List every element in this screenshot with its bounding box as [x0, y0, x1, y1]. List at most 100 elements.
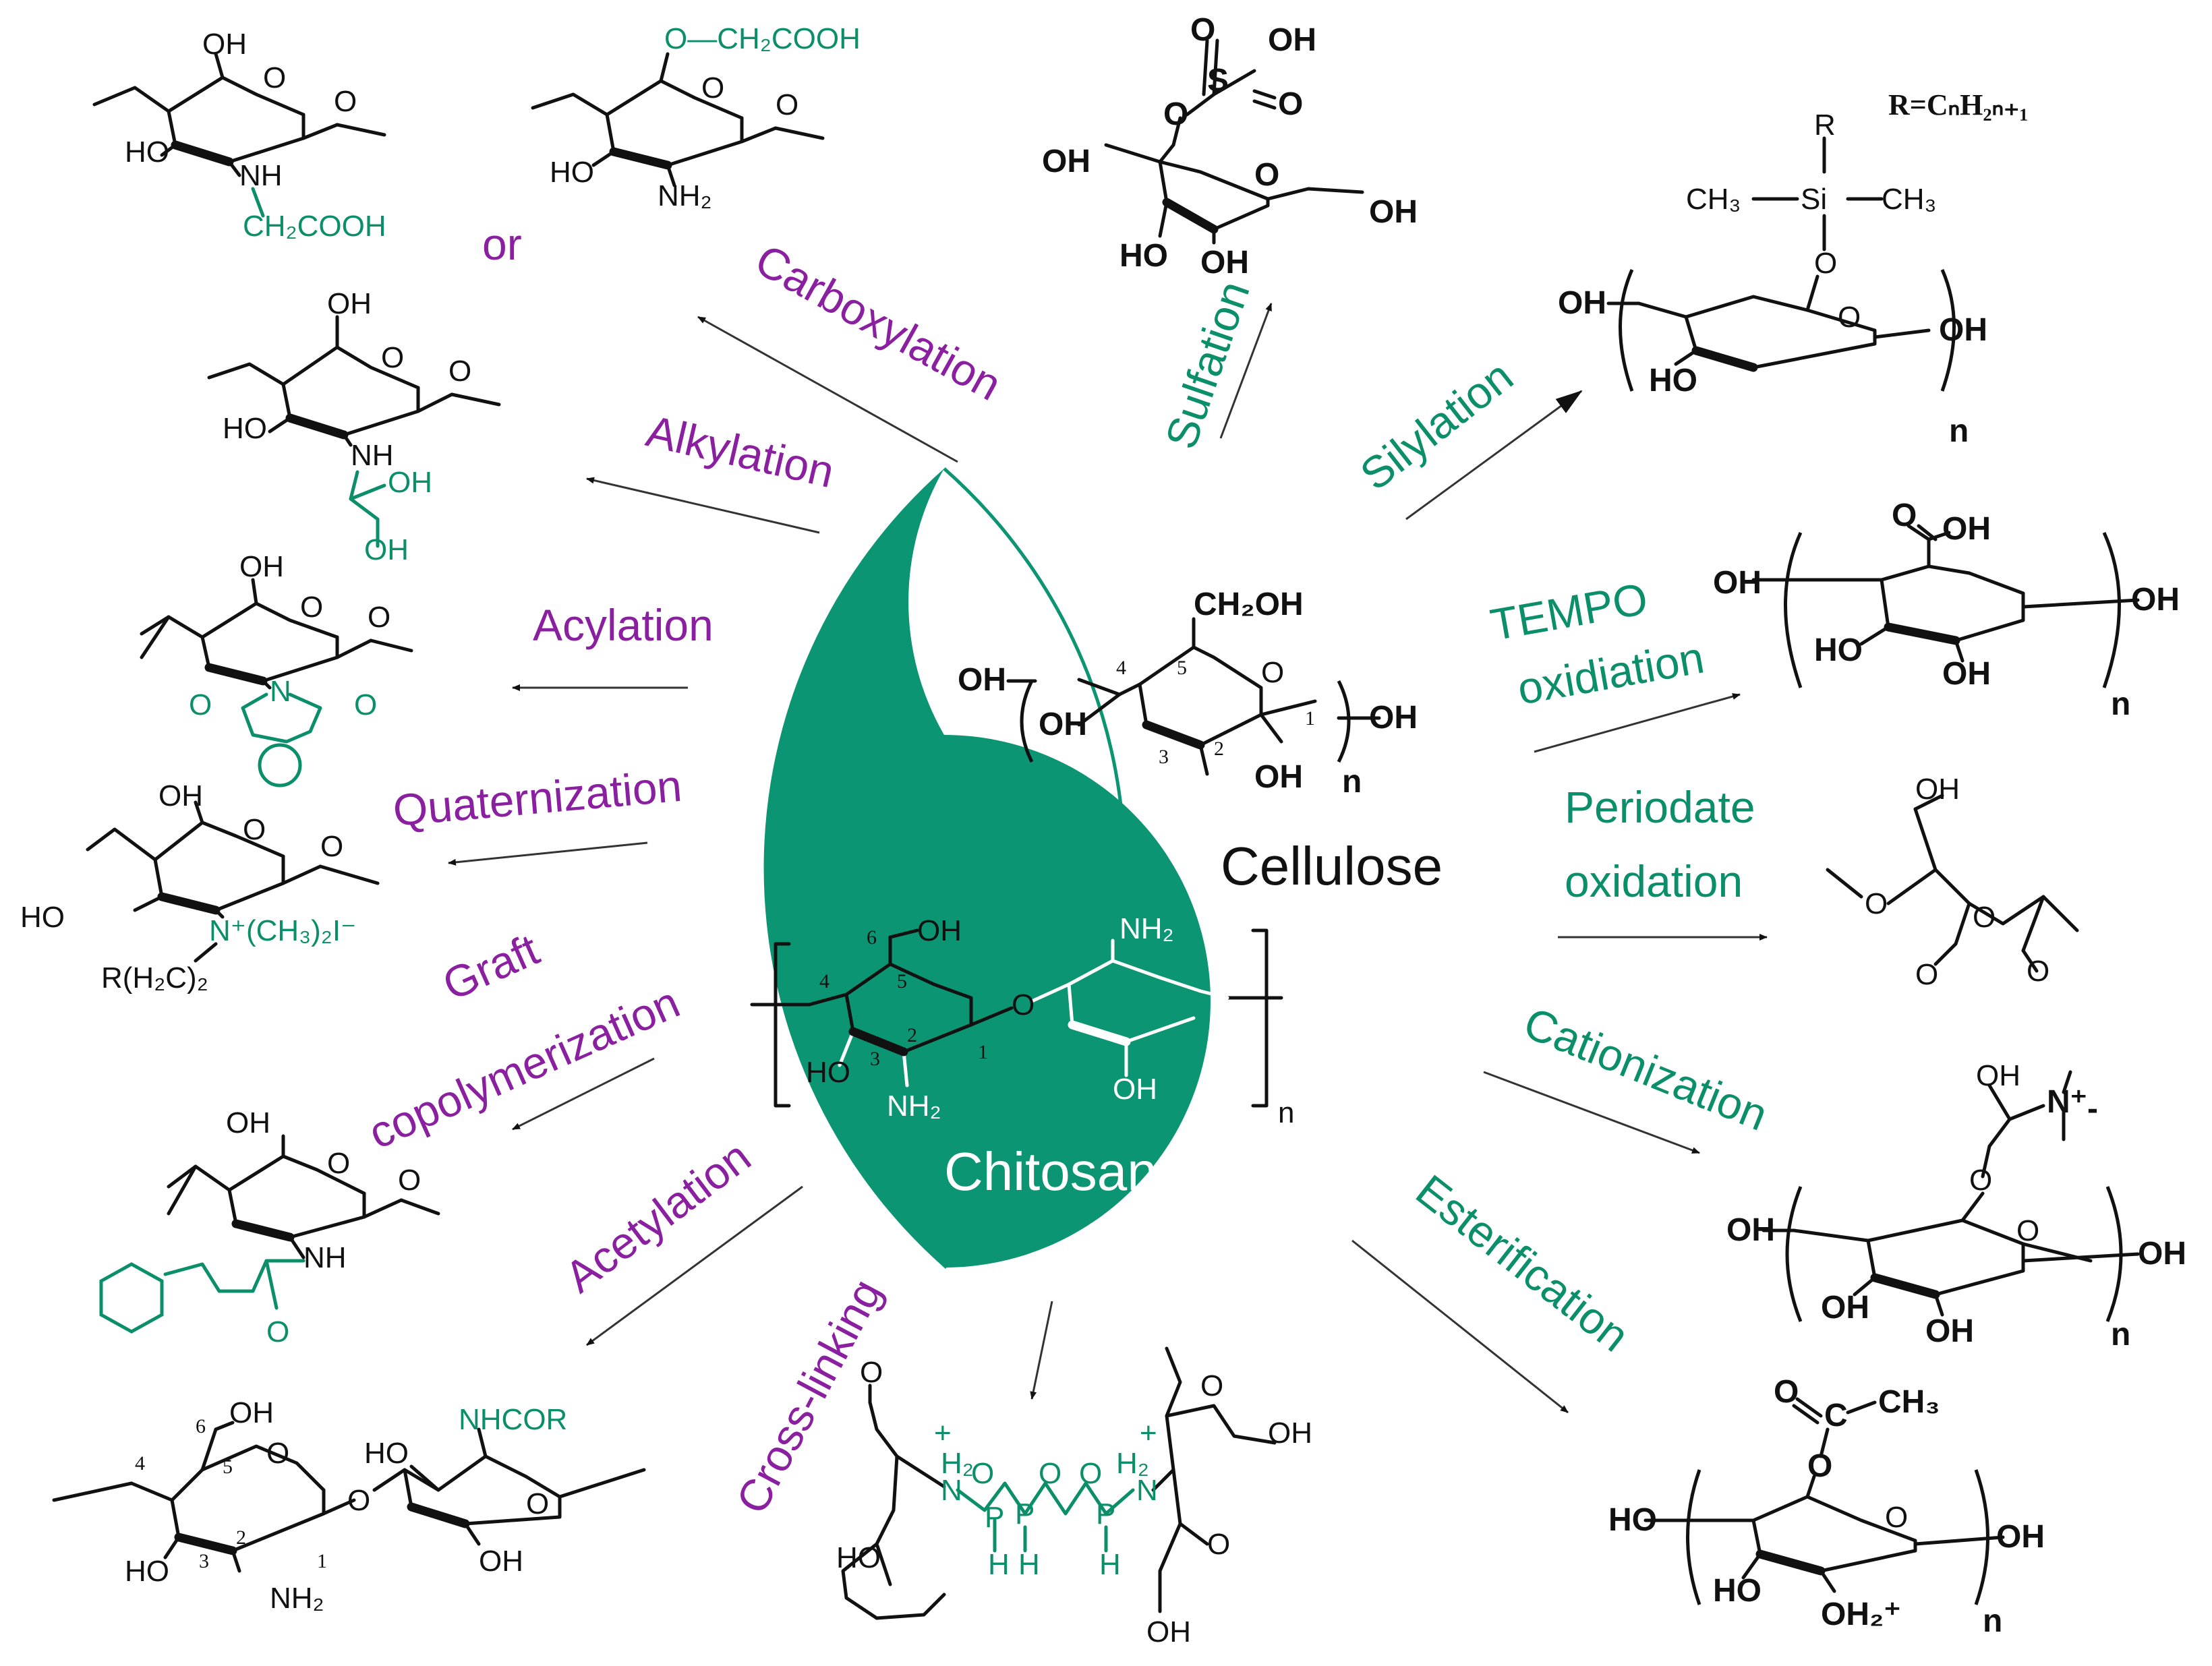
structure-alkyl: OH O O HO NH OH OH: [207, 287, 501, 566]
ester-ho: HO: [1608, 1502, 1657, 1538]
label-acylation: Acylation: [533, 600, 714, 650]
chitosan-label: Chitosan: [944, 1141, 1157, 1201]
alkyl-ho: HO: [223, 412, 267, 445]
chitosan-c6: 6: [867, 926, 877, 949]
silyl-ho: HO: [1649, 363, 1697, 398]
tempo-oh-right: OH: [2131, 582, 2180, 618]
structure-silyl: R=CₙH₂ₙ₊₁ R CH₃ Si CH₃ O O OH OH HO n: [1558, 88, 2029, 449]
cation-oh-left: OH: [1726, 1212, 1775, 1248]
crosslink-h1: H: [988, 1548, 1010, 1581]
sulfate-o2: O: [1278, 86, 1303, 122]
crosslink-n-left: N: [941, 1474, 962, 1507]
acyl-ester-o: O: [368, 601, 390, 634]
carboxy-o-ring-o: O: [701, 71, 724, 105]
reaction-arrows: [448, 303, 1768, 1414]
label-cationization: Cationization: [1517, 997, 1774, 1140]
alkyl-oh: OH: [327, 287, 372, 320]
arrow-silylation: [1405, 390, 1583, 520]
crosslink-h2-left: H₂: [941, 1447, 974, 1480]
alkyl-ester-o: O: [448, 355, 471, 388]
silyl-r: R: [1814, 109, 1836, 142]
sulfate-s: S: [1207, 63, 1229, 98]
label-periodate-line2: oxidation: [1565, 856, 1743, 906]
chitosan-nh2-top: NH₂: [1119, 912, 1174, 945]
quat-ring-o: O: [243, 813, 266, 846]
cation-minus: -: [2087, 1091, 2098, 1127]
cellulose-outline: [943, 467, 1126, 1269]
graft-oh: OH: [226, 1106, 270, 1139]
sulfate-oh-left: OH: [1042, 144, 1090, 179]
crosslink-h2-right: H₂: [1116, 1447, 1149, 1480]
arrow-alkylation: [586, 477, 820, 534]
structure-sulfate: OH S O O O O OH OH HO OH: [1042, 12, 1418, 280]
graft-ester-o: O: [398, 1164, 421, 1197]
chitosan-ho: HO: [806, 1056, 850, 1089]
cellulose-label: Cellulose: [1221, 836, 1443, 896]
carboxy-o-ester-o: O: [776, 88, 798, 121]
label-tempo-line1: TEMPO: [1487, 573, 1652, 650]
structure-periodate: OH O O O O: [1826, 773, 2079, 991]
cellulose-c4: 4: [1116, 657, 1126, 679]
carboxy-n-ring-o: O: [263, 61, 286, 94]
label-cross-linking: Cross-linking: [726, 1271, 891, 1522]
cellulose-oh-bottom: OH: [1254, 759, 1303, 795]
label-alkylation: Alkylation: [642, 406, 839, 498]
carboxy-o-ho: HO: [550, 156, 594, 189]
carboxy-n-substituent: CH₂COOH: [243, 210, 386, 243]
structure-carboxy-n: OH O O HO NH CH₂COOH: [92, 28, 386, 243]
carboxy-n-ho: HO: [125, 136, 169, 169]
acetyl-c4: 4: [135, 1452, 145, 1475]
periodate-o4: O: [2027, 955, 2049, 988]
carboxy-n-ester-o: O: [334, 85, 357, 118]
quat-n-sub: N⁺(CH₃)₂I⁻: [209, 914, 356, 947]
tempo-oh-top: OH: [1942, 511, 1991, 547]
acetyl-c5: 5: [223, 1456, 233, 1478]
sulfate-oh-top: OH: [1268, 22, 1316, 58]
alkyl-nh: NH: [351, 439, 394, 472]
periodate-o2: O: [1973, 901, 1996, 934]
carboxy-o-sub: O—CH₂COOH: [664, 22, 861, 55]
chitosan-c4: 4: [819, 970, 830, 992]
silyl-ch3-left: CH₃: [1686, 183, 1741, 216]
graft-o: O: [266, 1315, 289, 1348]
cellulose-ch2oh: CH₂OH: [1194, 587, 1304, 622]
periodate-oh: OH: [1915, 773, 1960, 806]
cation-o: O: [1969, 1164, 1992, 1197]
tempo-oh-bottom: OH: [1942, 656, 1991, 692]
alkyl-ring-o: O: [381, 341, 404, 374]
ester-c: C: [1824, 1398, 1848, 1433]
sulfate-ho: HO: [1119, 238, 1168, 274]
acetyl-link-o: O: [347, 1484, 370, 1517]
periodate-o3: O: [1915, 958, 1938, 991]
structure-cation: OH N⁺ - O O OH OH OH OH n: [1726, 1059, 2186, 1352]
crosslink-o3: O: [1079, 1457, 1102, 1490]
ester-oh2: OH₂⁺: [1821, 1597, 1901, 1632]
r-formula: R=CₙH₂ₙ₊₁: [1888, 88, 2029, 121]
arrow-tempo: [1534, 693, 1741, 753]
cellulose-structure: CH₂OH OH OH OH OH O n 4 5 1 3 2: [958, 587, 1418, 800]
crosslink-h2: H: [1018, 1548, 1040, 1581]
acetyl-c3: 3: [199, 1550, 209, 1572]
tempo-o: O: [1892, 498, 1917, 533]
label-quaternization: Quaternization: [391, 761, 684, 835]
cation-n: n: [2111, 1317, 2130, 1352]
tempo-n: n: [2111, 686, 2130, 722]
acyl-o1: O: [189, 688, 212, 721]
carboxy-o-nh2: NH₂: [658, 179, 712, 212]
cellulose-c3: 3: [1159, 746, 1169, 768]
chitosan-structure: OH NH₂ HO NH₂ OH O n 6 5 4 3 2 1: [750, 912, 1294, 1129]
structure-tempo: OH O OH OH HO OH n: [1713, 498, 2180, 722]
crosslink-o1: O: [971, 1457, 994, 1490]
ester-oh-right: OH: [1996, 1519, 2045, 1555]
arrow-esterification: [1351, 1239, 1569, 1414]
sulfate-oh-right: OH: [1369, 194, 1418, 230]
crosslink-p2: P: [1015, 1497, 1035, 1530]
chitosan-oh-top: OH: [917, 914, 962, 947]
label-esterification: Esterification: [1407, 1165, 1638, 1361]
acetyl-ring-o: O: [266, 1437, 289, 1470]
cellulose-oh-left: OH: [958, 662, 1006, 698]
structure-graft: OH O O NH O: [99, 1106, 440, 1348]
cellulose-oh-mid: OH: [1039, 707, 1087, 742]
acetyl-oh2: OH: [479, 1545, 523, 1578]
